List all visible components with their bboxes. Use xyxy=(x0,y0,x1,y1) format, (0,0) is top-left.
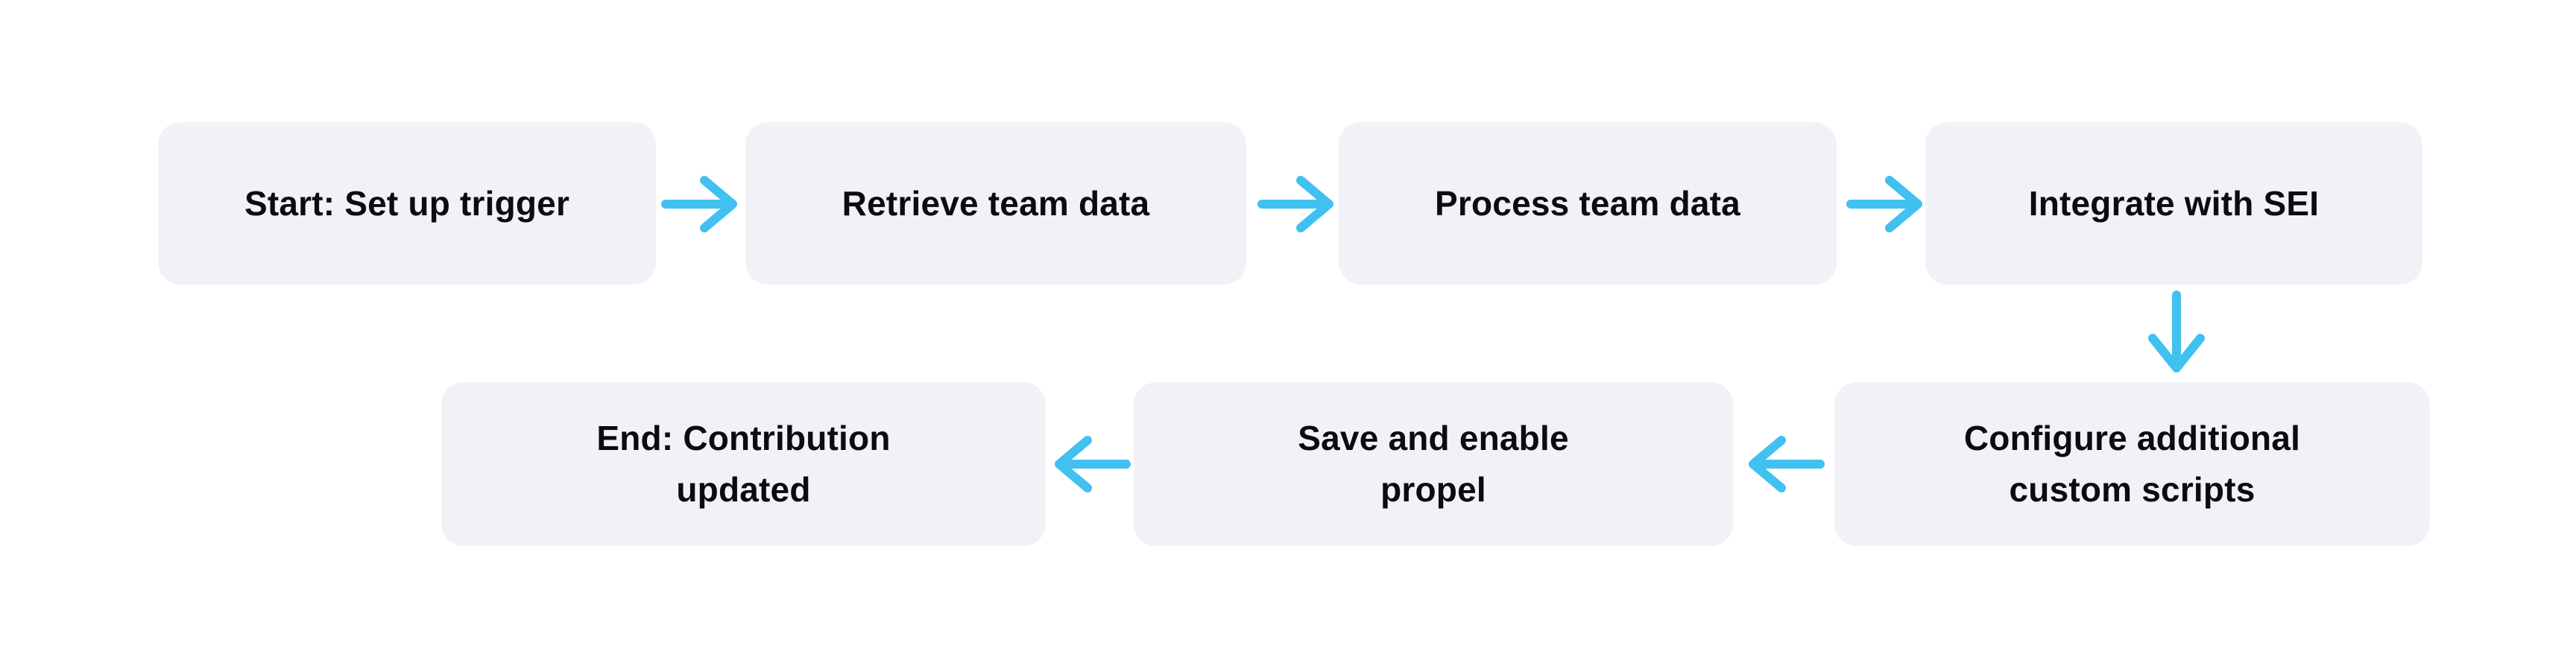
flow-node-retrieve-label: Retrieve team data xyxy=(842,183,1150,223)
arrow-right-icon xyxy=(661,176,737,232)
arrow-right-icon xyxy=(1257,176,1333,232)
arrow-left-icon xyxy=(1055,436,1131,492)
flow-node-process-label: Process team data xyxy=(1435,183,1740,223)
arrow-left-icon xyxy=(1749,436,1825,492)
flow-node-end-label: End: Contribution updated xyxy=(596,419,891,509)
flow-node-end: End: Contribution updated xyxy=(441,382,1046,546)
flow-node-configure: Configure additional custom scripts xyxy=(1834,382,2430,546)
flow-node-process: Process team data xyxy=(1339,122,1837,285)
flow-node-integrate: Integrate with SEI xyxy=(1925,122,2422,285)
flow-node-retrieve: Retrieve team data xyxy=(745,122,1246,285)
flow-node-save: Save and enable propel xyxy=(1134,382,1733,546)
flow-node-save-label: Save and enable propel xyxy=(1298,419,1569,509)
arrow-down-icon xyxy=(2148,291,2205,372)
flow-node-start-label: Start: Set up trigger xyxy=(244,183,570,223)
flow-node-configure-label: Configure additional custom scripts xyxy=(1963,419,2301,509)
flow-node-start: Start: Set up trigger xyxy=(158,122,656,285)
arrow-right-icon xyxy=(1846,176,1922,232)
flow-node-integrate-label: Integrate with SEI xyxy=(2028,183,2320,223)
